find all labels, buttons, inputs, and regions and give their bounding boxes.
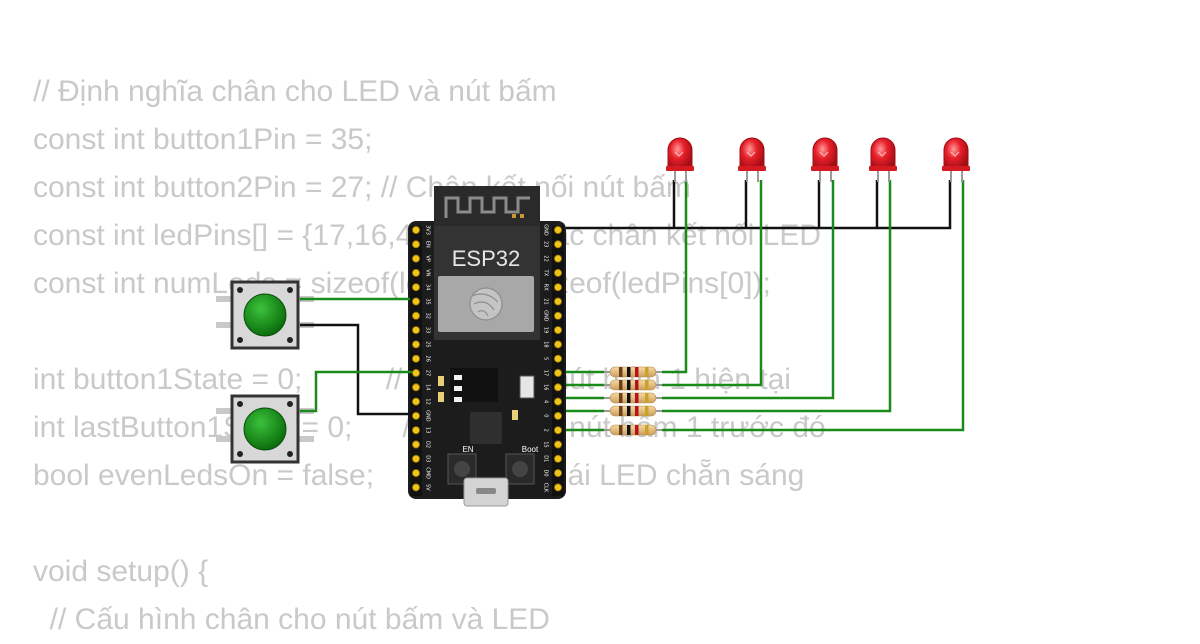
left-pin-label: 33	[425, 327, 431, 333]
right-pin-label: D0	[543, 470, 549, 477]
regulator-chip	[450, 368, 498, 402]
left-pin-label: VP	[425, 255, 431, 261]
left-pin-label: EN	[425, 241, 431, 248]
code-line: // Định nghĩa chân cho LED và nút bấm	[33, 75, 557, 108]
wire-button1-gnd	[300, 323, 412, 416]
right-pin-label: 5	[543, 357, 549, 360]
esp32-board[interactable]: ESP32 3V3ENVPVN343532332526271412GND13D2…	[408, 186, 566, 507]
left-pin-label: 25	[425, 341, 431, 347]
wire-gnd-bus	[566, 180, 952, 230]
right-pin-label: 23	[543, 241, 549, 247]
board-title: ESP32	[452, 246, 521, 271]
pushbutton-2[interactable]	[216, 394, 314, 464]
left-pin-label: GND	[425, 410, 431, 422]
wire-button2-pin27	[300, 370, 412, 413]
wire-led2-r2	[662, 180, 763, 387]
resistor[interactable]	[604, 392, 662, 404]
right-pin-label: CLK	[543, 483, 549, 493]
right-pin-label: RX	[543, 284, 549, 291]
pushbutton-1[interactable]	[216, 280, 314, 350]
en-button-label: EN	[462, 445, 473, 454]
left-pin-label: 32	[425, 313, 431, 319]
button-wires	[300, 297, 412, 416]
resistor[interactable]	[604, 379, 662, 391]
boot-button-label: Boot	[522, 445, 539, 454]
red-led[interactable]	[811, 137, 839, 182]
red-led[interactable]	[738, 137, 766, 182]
red-led[interactable]	[666, 137, 694, 182]
right-pin-label: 19	[543, 327, 549, 333]
left-pin-label: 35	[425, 298, 431, 304]
left-pin-label: D2	[425, 441, 431, 448]
left-pin-label: 3V3	[425, 225, 431, 235]
right-pin-label: GND	[543, 224, 549, 236]
right-pin-label: 4	[543, 400, 549, 403]
circuit-diagram: ESP32 3V3ENVPVN343532332526271412GND13D2…	[216, 137, 970, 507]
led-group	[666, 137, 970, 182]
code-line: void setup() {	[33, 555, 209, 588]
led-wires	[566, 180, 965, 432]
red-led[interactable]	[869, 137, 897, 182]
left-pin-label: 13	[425, 427, 431, 433]
left-pin-label: 12	[425, 398, 431, 404]
right-pin-label: GND	[543, 310, 549, 322]
code-background: // Định nghĩa chân cho LED và nút bấm con…	[33, 68, 826, 644]
right-pin-label: 22	[543, 255, 549, 261]
right-pin-label: TX	[543, 269, 549, 277]
left-pin-label: 5V	[425, 484, 431, 491]
right-pin-label: 21	[543, 298, 549, 304]
antenna-trace	[444, 196, 530, 218]
resistor[interactable]	[604, 366, 662, 378]
right-pin-label: 18	[543, 341, 549, 347]
resistor[interactable]	[604, 405, 662, 417]
left-pin-label: 27	[425, 370, 431, 376]
usb-uart-chip	[470, 412, 502, 444]
right-pin-label: 16	[543, 384, 549, 390]
left-pin-label: D3	[425, 455, 431, 462]
espressif-logo	[469, 287, 503, 321]
resistor[interactable]	[604, 424, 662, 436]
wire-led3-r3	[662, 180, 835, 400]
right-pin-label: 15	[543, 441, 549, 447]
left-pin-label: 34	[425, 284, 431, 290]
left-pin-label: VN	[425, 269, 431, 276]
wire-led5-r5	[662, 180, 965, 432]
code-line: const int button1Pin = 35;	[33, 123, 373, 156]
wire-led1-r1	[662, 180, 688, 374]
left-pin-label: 14	[425, 384, 431, 390]
right-pin-label: 17	[543, 370, 549, 376]
left-pin-label: 26	[425, 356, 431, 362]
right-pin-label: 2	[543, 429, 549, 432]
resistor-bank	[604, 366, 662, 436]
red-led[interactable]	[942, 137, 970, 182]
left-pin-label: CMD	[425, 467, 431, 479]
wire-led4-r4	[662, 180, 892, 413]
right-pin-label: 0	[543, 414, 549, 417]
right-pin-label: D1	[543, 455, 549, 462]
